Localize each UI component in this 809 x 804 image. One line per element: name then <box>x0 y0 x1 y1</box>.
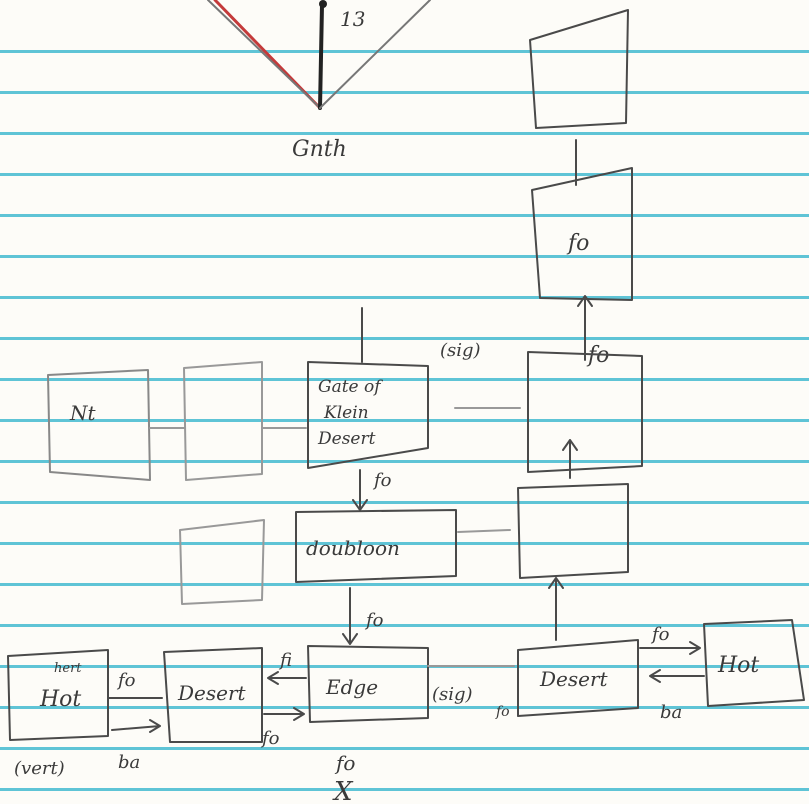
arrow-doubloon-down <box>342 587 358 645</box>
arrow-fo-edge <box>263 707 305 721</box>
hot-left-sub: (vert) <box>14 758 65 779</box>
fo-edge-left: fo <box>260 728 280 749</box>
hot-right-box <box>703 619 805 707</box>
doubloon-label: doubloon <box>306 536 400 560</box>
fo-bottom: fo <box>334 751 355 775</box>
gate-line-3: Desert <box>317 429 376 449</box>
top-right-box <box>529 9 629 129</box>
arrow-fo-right <box>639 641 701 655</box>
top-dot <box>319 0 327 8</box>
fo-gate-label: fo <box>372 470 392 491</box>
fo-down-label: fo <box>364 610 384 631</box>
edge-box <box>307 645 429 723</box>
gray-line-right <box>319 0 431 109</box>
gate-line-2: Klein <box>323 403 369 423</box>
ba-right: ba <box>660 702 682 723</box>
line-doubloon-right <box>457 529 511 533</box>
doubloon-box <box>295 509 457 583</box>
arrow-up-3 <box>548 577 564 641</box>
edge-label: Edge <box>325 675 378 699</box>
desert-left-box <box>163 647 263 743</box>
gate-line-1: Gate of <box>318 377 383 397</box>
empty-left-box <box>183 361 263 481</box>
fo-top-label: fo <box>586 343 609 368</box>
doubloon-left-box <box>179 519 265 605</box>
hot-right-label: Hot <box>717 653 759 678</box>
arrow-gate-down <box>352 469 368 511</box>
vertical-line <box>318 3 324 110</box>
gate-box <box>307 361 429 469</box>
desert-right-label: Desert <box>539 667 609 691</box>
hot-left-label: Hot <box>39 687 81 712</box>
arrow-up-2 <box>562 439 578 479</box>
fo-box-label: fo <box>566 231 589 256</box>
desert-right-box <box>517 639 639 717</box>
right-mid-box <box>527 351 643 473</box>
sig-mid: (sig) <box>432 684 473 705</box>
x-bottom: X <box>332 777 354 804</box>
sig-top-label: (sig) <box>440 340 481 361</box>
fo-right: fo <box>650 624 670 645</box>
fo-after-sig: fo <box>495 704 510 720</box>
nt-box <box>47 369 151 481</box>
fi-label: fi <box>278 650 292 671</box>
arrow-ba-left <box>111 719 161 733</box>
arrow-up <box>577 295 593 361</box>
hot-left-box <box>7 649 109 741</box>
nt-label: Nt <box>69 401 97 425</box>
arrow-ba-right <box>649 669 705 683</box>
right-lower-box <box>517 483 629 579</box>
gray-line-left <box>207 0 321 109</box>
desert-left-label: Desert <box>177 681 247 705</box>
vertex-label: Gnth <box>292 137 347 162</box>
number-13: 13 <box>340 7 365 31</box>
arrow-fi <box>267 671 307 685</box>
ba-left: ba <box>118 752 140 773</box>
hot-left-note: hert <box>54 661 82 676</box>
fo-hot-left: fo <box>116 670 136 691</box>
fo-box <box>531 167 633 301</box>
